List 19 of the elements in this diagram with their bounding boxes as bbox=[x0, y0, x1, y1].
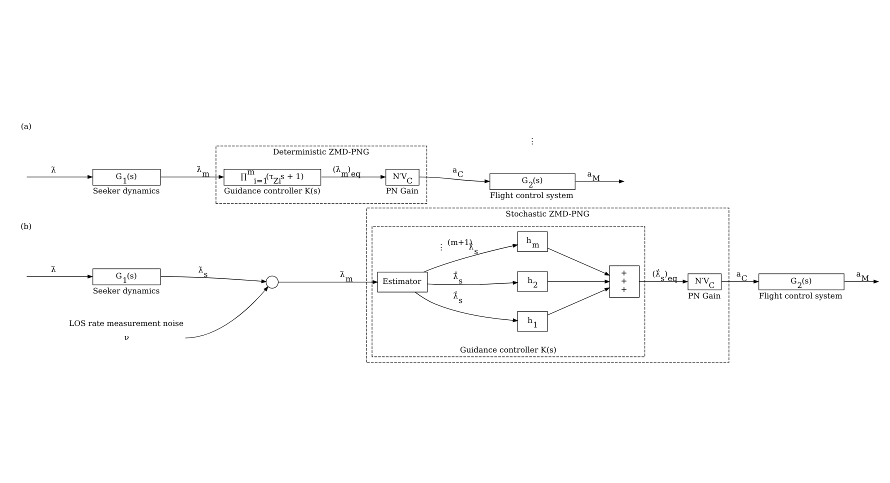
arrow bbox=[160, 276, 267, 283]
arrow bbox=[575, 178, 625, 183]
arrow bbox=[423, 243, 518, 272]
arrow bbox=[184, 286, 269, 338]
arrow bbox=[414, 291, 518, 322]
arrow bbox=[26, 274, 94, 278]
arrow bbox=[547, 287, 610, 315]
arrow bbox=[639, 279, 688, 283]
arrow bbox=[427, 280, 518, 285]
arrow bbox=[844, 279, 880, 283]
arrow bbox=[419, 176, 490, 183]
arrow bbox=[26, 174, 94, 178]
arrow bbox=[721, 279, 760, 283]
arrow bbox=[547, 279, 610, 283]
arrow bbox=[321, 174, 386, 178]
node-circle bbox=[266, 275, 279, 288]
arrow bbox=[160, 174, 224, 178]
arrow bbox=[278, 280, 378, 284]
arrow bbox=[547, 247, 610, 276]
